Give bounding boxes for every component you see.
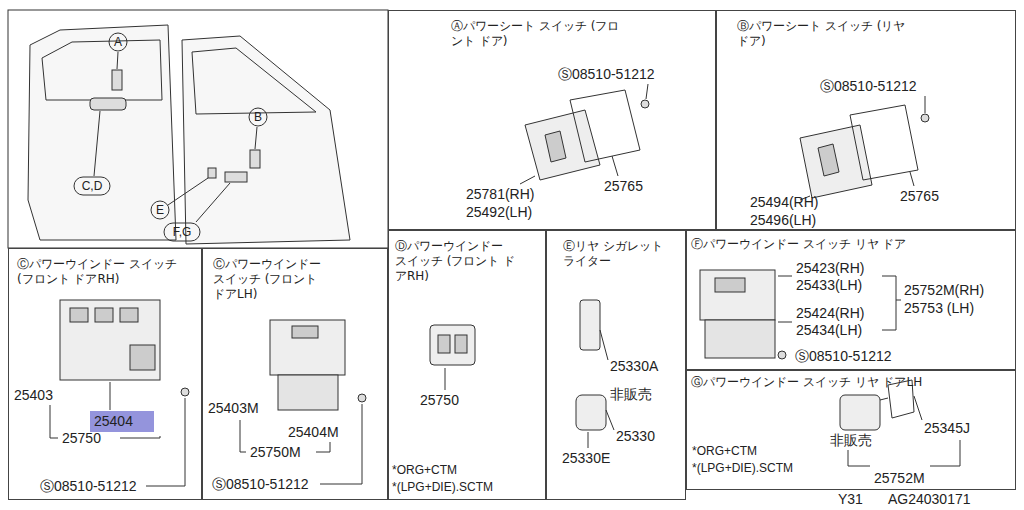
- part-number: Ⓢ08510-51212: [40, 478, 137, 495]
- panel-box: Ⓓパワーウインドー スイッチ (フロント ドアRH): [388, 230, 546, 500]
- panel-heading: Ⓑパワーシート スイッチ (リヤ ドア): [737, 19, 912, 49]
- part-number: 25404: [94, 413, 133, 430]
- part-number: Ⓢ08510-51212: [795, 348, 892, 365]
- part-number: 25345J: [924, 420, 970, 437]
- part-number: 25765: [604, 178, 643, 195]
- part-number: 25750: [62, 430, 101, 447]
- part-number: 25330: [616, 428, 655, 445]
- panel-heading: Ⓐパワーシート スイッチ (フロント ドア): [451, 19, 626, 49]
- part-number: 25781(RH): [466, 186, 534, 203]
- part-number: 25765: [900, 188, 939, 205]
- part-number: *ORG+CTM: [692, 444, 757, 459]
- part-number: 25330E: [562, 450, 610, 467]
- panel-heading: Ⓓパワーウインドー スイッチ (フロント ドアRH): [395, 239, 517, 284]
- highlight: [90, 411, 154, 432]
- part-number: 25434(LH): [796, 322, 862, 339]
- panel-heading: Ⓔリヤ シガレット ライター: [563, 239, 675, 269]
- location-callout: B: [249, 108, 267, 126]
- panel-heading: Ⓒパワーウインドー スイッチ (フロント ドアRH): [17, 257, 197, 287]
- panel-heading: Ⓕパワーウインドー スイッチ リヤ ドア: [691, 237, 1001, 252]
- overview-frame: [8, 10, 388, 248]
- location-callout: C,D: [74, 177, 110, 195]
- panel-heading: Ⓒパワーウインドー スイッチ (フロント ドアLH): [213, 257, 325, 302]
- part-number: AG24030171: [888, 491, 971, 508]
- part-number: 25330A: [610, 358, 658, 375]
- part-number: 25403M: [208, 400, 259, 417]
- part-number: 25752M: [874, 470, 925, 487]
- part-number: Ⓢ08510-51212: [212, 476, 309, 493]
- location-callout: E: [151, 201, 169, 219]
- part-number: 非販売: [830, 432, 872, 449]
- location-callout: F,G: [164, 223, 200, 241]
- part-number: Ⓢ08510-51212: [558, 66, 655, 83]
- part-number: 25424(RH): [796, 305, 864, 322]
- part-number: 25433(LH): [796, 277, 862, 294]
- part-number: *ORG+CTM: [392, 463, 457, 478]
- part-number: *(LPG+DIE).SCTM: [692, 461, 793, 476]
- part-number: 25753 (LH): [904, 300, 974, 317]
- panel-box: Ⓒパワーウインドー スイッチ (フロント ドアRH): [8, 248, 202, 500]
- part-number: 25750M: [250, 444, 301, 461]
- part-number: 25750: [420, 392, 459, 409]
- panel-box: Ⓐパワーシート スイッチ (フロント ドア): [388, 10, 716, 230]
- part-number: 25423(RH): [796, 260, 864, 277]
- part-number: 25496(LH): [750, 212, 816, 229]
- part-number: 非販売: [610, 386, 652, 403]
- location-callout: A: [109, 33, 127, 51]
- part-number: *(LPG+DIE).SCTM: [392, 480, 493, 495]
- part-number: Y31: [838, 491, 863, 508]
- panel-box: Ⓒパワーウインドー スイッチ (フロント ドアLH): [202, 248, 388, 500]
- part-number: 25404M: [288, 424, 339, 441]
- panel-heading: Ⓖパワーウインドー スイッチ リヤ ドアLH: [691, 375, 1001, 390]
- part-number: 25492(LH): [466, 204, 532, 221]
- part-number: 25752M(RH): [904, 282, 984, 299]
- part-number: Ⓢ08510-51212: [820, 78, 917, 95]
- part-number: 25403: [14, 387, 53, 404]
- part-number: 25494(RH): [750, 194, 818, 211]
